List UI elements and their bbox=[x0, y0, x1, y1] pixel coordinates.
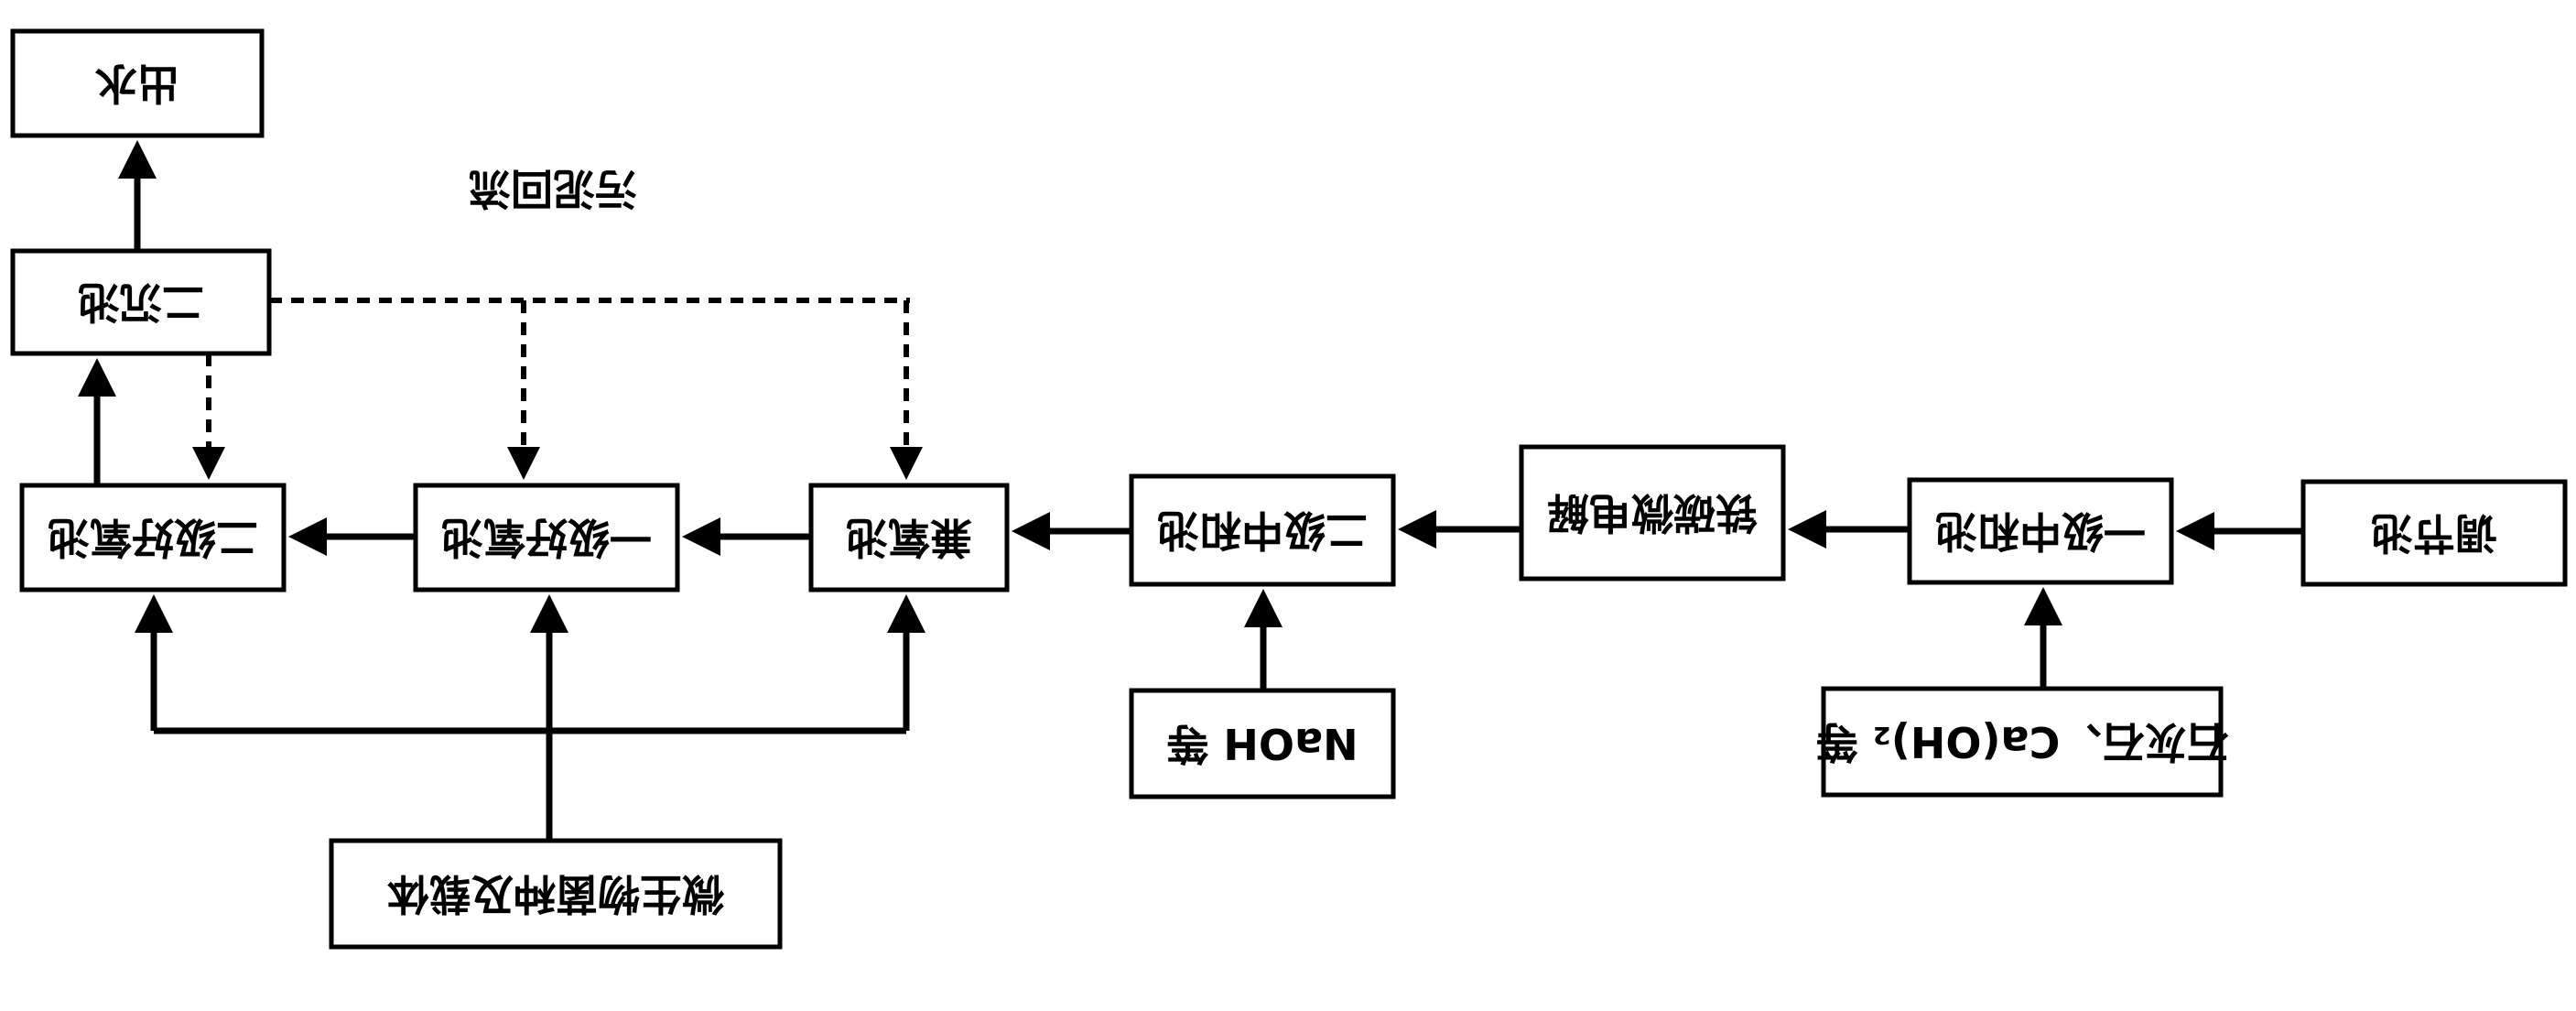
node-microbe-dosing: 微生物菌种及载体 bbox=[329, 838, 783, 950]
node-iron-carbon-electrolysis: 铁碳微电解 bbox=[1519, 444, 1786, 582]
node-regulating-tank: 调节池 bbox=[2300, 479, 2568, 587]
node-outlet-water: 出水 bbox=[10, 28, 265, 138]
node-lime-dosing: 石灰石、Ca(OH)₂ 等 bbox=[1816, 686, 2229, 798]
node-lime-dosing-label: 石灰石、Ca(OH)₂ 等 bbox=[1816, 717, 2229, 766]
node-primary-aerobic-label: 一级好氧池 bbox=[441, 513, 652, 562]
node-microbe-dosing-label: 微生物菌种及载体 bbox=[387, 869, 725, 919]
node-secondary-neutralization-label: 二级中和池 bbox=[1157, 506, 1368, 555]
node-naoh-dosing: NaOH 等 bbox=[1129, 688, 1396, 799]
node-secondary-neutralization: 二级中和池 bbox=[1129, 473, 1396, 587]
node-secondary-aerobic: 二级好氧池 bbox=[19, 483, 287, 592]
node-anoxic-tank-label: 兼氧池 bbox=[846, 513, 972, 562]
node-naoh-dosing-label: NaOH 等 bbox=[1166, 719, 1358, 768]
node-regulating-tank-label: 调节池 bbox=[2371, 508, 2497, 558]
node-primary-neutralization: 一级中和池 bbox=[1907, 477, 2174, 585]
node-outlet-water-label: 出水 bbox=[94, 59, 179, 108]
sludge-return-label: 污泥回流 bbox=[469, 164, 637, 213]
node-primary-neutralization-label: 一级中和池 bbox=[1935, 506, 2146, 556]
node-secondary-sedimentation-label: 二沉池 bbox=[78, 277, 204, 327]
node-anoxic-tank: 兼氧池 bbox=[808, 483, 1010, 592]
node-iron-carbon-electrolysis-label: 铁碳微电解 bbox=[1547, 488, 1758, 538]
node-primary-aerobic: 一级好氧池 bbox=[413, 483, 680, 592]
node-secondary-aerobic-label: 二级好氧池 bbox=[48, 513, 258, 562]
node-secondary-sedimentation: 二沉池 bbox=[10, 248, 272, 356]
